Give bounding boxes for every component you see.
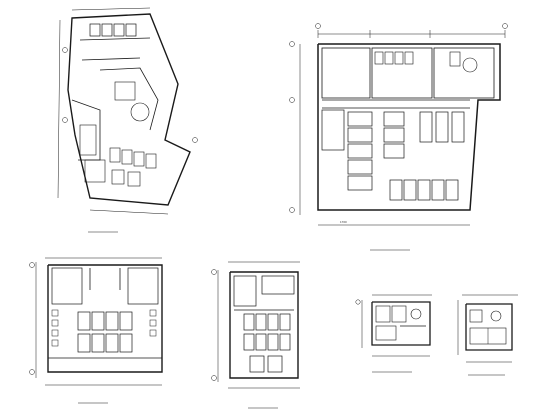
plan-d-stalls [243, 313, 291, 373]
plan-b-stalls-bottom [389, 179, 459, 201]
plan-a-stalls-bottom [109, 147, 157, 187]
plan-d-outline [229, 271, 299, 379]
plan-c-stalls [77, 311, 133, 353]
plan-b-outline [317, 43, 501, 211]
plan-f [457, 294, 518, 376]
plan-e [355, 294, 432, 373]
plan-e-outline [371, 301, 431, 346]
plan-c [29, 257, 163, 404]
plan-b-dim-bottom-0: 1700 [340, 220, 347, 224]
plan-a-outline [67, 13, 191, 206]
plan-a [57, 7, 198, 233]
plan-b-stalls-top [374, 51, 478, 73]
plan-d [211, 261, 300, 409]
plan-b-stalls-left [347, 111, 373, 191]
plan-a-stalls-top [89, 23, 137, 37]
plan-c-outline [47, 264, 163, 373]
plan-f-outline [465, 303, 513, 351]
plan-b [289, 23, 508, 251]
plan-b-stalls-right [383, 111, 465, 159]
